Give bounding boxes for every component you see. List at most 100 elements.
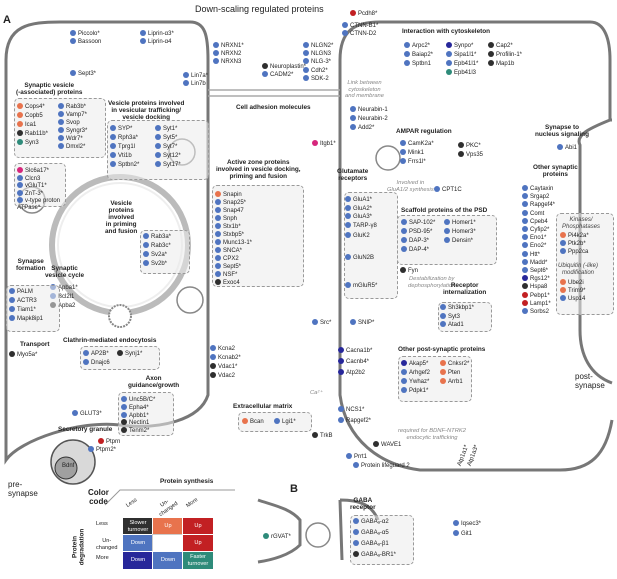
legend-cell: Faster turnover [182, 551, 214, 570]
protein-az-item: Exoc4 [215, 279, 240, 287]
regulation-dot-icon [183, 72, 189, 78]
regulation-dot-icon [522, 234, 528, 241]
protein-name: CTNN-D2 [350, 31, 377, 38]
regulation-dot-icon [121, 427, 127, 434]
protein-name: CTNN-B1* [350, 23, 379, 29]
regulation-dot-icon [312, 140, 318, 146]
protein-other_post_a-item: Ywhaz* [401, 378, 429, 386]
regulation-dot-icon [440, 378, 446, 384]
regulation-dot-icon [58, 135, 64, 141]
legend-title: Color code [88, 488, 109, 506]
label-gaba-receptor: GABA receptor [350, 497, 376, 511]
regulation-dot-icon [373, 441, 379, 447]
regulation-dot-icon [110, 134, 116, 140]
protein-name: Ptprn2* [96, 447, 117, 453]
protein-liprin-item: Liprin-α4 [140, 38, 171, 46]
regulation-dot-icon [522, 217, 528, 224]
protein-traffic_a-item: SYP* [110, 125, 132, 133]
regulation-dot-icon [522, 291, 528, 298]
protein-traffic_a-item: Vti1b [110, 152, 132, 160]
protein-name: AP2B* [91, 351, 109, 357]
protein-cyto_b-item: Epb41l1* [446, 60, 478, 68]
protein-name: Cops4* [25, 104, 45, 110]
protein-name: SAP-102* [409, 220, 436, 226]
protein-name: Liprin-α4 [148, 39, 172, 46]
protein-nlgn-item: NLGN3 [303, 50, 331, 58]
regulation-dot-icon [155, 125, 161, 131]
regulation-dot-icon [345, 213, 351, 219]
label-scaffold: Scaffold proteins of the PSD [401, 207, 488, 214]
protein-other_post_a-item: Pdpk1* [401, 387, 428, 395]
protein-scaffold_a-item: PSD-95* [401, 228, 432, 236]
protein-name: Epha4* [129, 404, 149, 411]
regulation-dot-icon [404, 51, 410, 57]
protein-other_syn-item: Comt [522, 209, 544, 218]
protein-name: Syt12* [163, 153, 181, 159]
protein-name: Atad1 [448, 322, 464, 328]
protein-name: Synpo* [454, 43, 474, 49]
regulation-dot-icon [401, 219, 407, 225]
regulation-dot-icon [215, 263, 221, 269]
protein-az-item: Munc13-1* [215, 239, 252, 247]
legend-cell: Down [152, 551, 184, 570]
protein-name: Map1b [496, 61, 515, 67]
regulation-dot-icon [215, 207, 221, 213]
protein-other_syn-item: Hspa8 [522, 283, 547, 291]
protein-az-item: Stxbp5* [215, 231, 244, 239]
protein-traffic_b-item: Syt12* [155, 152, 181, 160]
protein-name: Syn3 [25, 140, 39, 146]
protein-name: Ptprn [106, 439, 121, 445]
protein-name: Cnksr2* [448, 361, 470, 367]
protein-name: Stxbp5* [223, 232, 245, 238]
regulation-dot-icon [58, 143, 64, 149]
protein-name: Snapin [223, 192, 242, 198]
regulation-dot-icon [400, 149, 406, 155]
protein-neurabin-item: Neurabin-2 [350, 115, 388, 123]
protein-name: Cacnb4* [346, 359, 370, 365]
protein-name: Syt17* [163, 162, 181, 168]
panel-label-b: B [290, 483, 298, 495]
protein-name: Pi4k2a* [568, 233, 589, 239]
protein-rint-item: Atad1 [440, 321, 464, 329]
protein-nrxn-item: NRXN2 [213, 50, 241, 58]
protein-name: Slc6a17* [25, 168, 50, 174]
protein-name: Git1 [461, 531, 473, 537]
regulation-dot-icon [210, 354, 216, 360]
protein-name: GluK2 [353, 233, 370, 239]
protein-traffic_a-item: Sptbn2* [110, 161, 139, 169]
protein-name: TARP-γ8 [353, 222, 377, 229]
legend-row-header: More [96, 555, 109, 561]
regulation-dot-icon [155, 143, 161, 149]
regulation-dot-icon [338, 369, 344, 375]
regulation-dot-icon [215, 223, 221, 229]
protein-kinase-item: Ppp2ca [560, 248, 588, 256]
regulation-dot-icon [338, 406, 344, 412]
regulation-dot-icon [345, 232, 351, 238]
regulation-dot-icon [58, 127, 64, 133]
protein-name: Fyn [408, 268, 419, 274]
protein-nlgn-item: Cdh2* [303, 66, 328, 75]
protein-name: CPX2 [223, 256, 239, 262]
regulation-dot-icon [83, 359, 89, 365]
regulation-dot-icon [17, 197, 23, 203]
regulation-dot-icon [215, 255, 221, 261]
protein-name: Snap25* [223, 200, 247, 206]
label-calcium: Ca²⁺ [310, 390, 323, 396]
regulation-dot-icon [17, 167, 23, 173]
protein-name: Htt* [530, 251, 541, 258]
regulation-dot-icon [401, 237, 407, 243]
label-vesicle-priming: Vesicle proteins involved in priming and… [105, 200, 138, 235]
regulation-dot-icon [350, 124, 356, 130]
box-synapse-formation [6, 285, 60, 332]
post-vesicle [375, 145, 401, 171]
regulation-dot-icon [303, 50, 309, 57]
protein-name: Vti1b [118, 153, 132, 159]
protein-name: SNCA* [223, 248, 243, 254]
protein-scaffold_a-item: SAP-102* [401, 219, 435, 227]
protein-name: Sorbs2 [530, 309, 550, 315]
regulation-dot-icon [215, 271, 221, 277]
protein-cyto_b-item: Sipa1l1* [446, 51, 476, 59]
protein-name: rGVAT* [271, 534, 291, 540]
protein-traffic_a-item: Rph3a* [110, 134, 138, 142]
protein-name: GluA3* [353, 214, 373, 220]
